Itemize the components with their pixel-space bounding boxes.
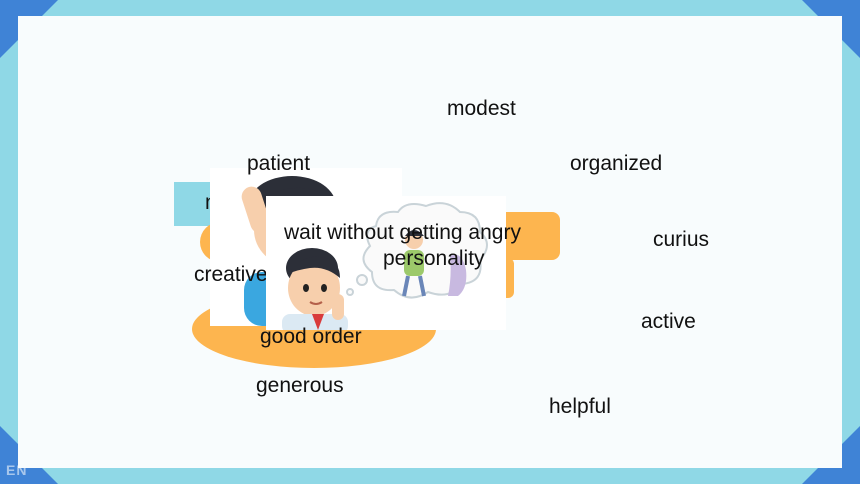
word-organized[interactable]: organized xyxy=(570,152,663,175)
boy-imagining-icon xyxy=(282,202,488,330)
word-curius[interactable]: curius xyxy=(653,228,710,251)
word-creative[interactable]: creative xyxy=(194,263,268,286)
orange-label-box-right[interactable] xyxy=(498,212,560,260)
word-wait-without-getting-angry[interactable]: wait without getting angry xyxy=(284,221,521,244)
illustration-card-imagining[interactable] xyxy=(266,196,506,330)
word-active[interactable]: active xyxy=(641,310,696,333)
word-generous[interactable]: generous xyxy=(256,374,344,397)
word-helpful[interactable]: helpful xyxy=(549,395,611,418)
word-modest[interactable]: modest xyxy=(447,97,516,120)
word-patient[interactable]: patient xyxy=(247,152,311,175)
word-personality[interactable]: personality xyxy=(383,247,485,270)
word-good-order[interactable]: good order xyxy=(260,325,362,348)
